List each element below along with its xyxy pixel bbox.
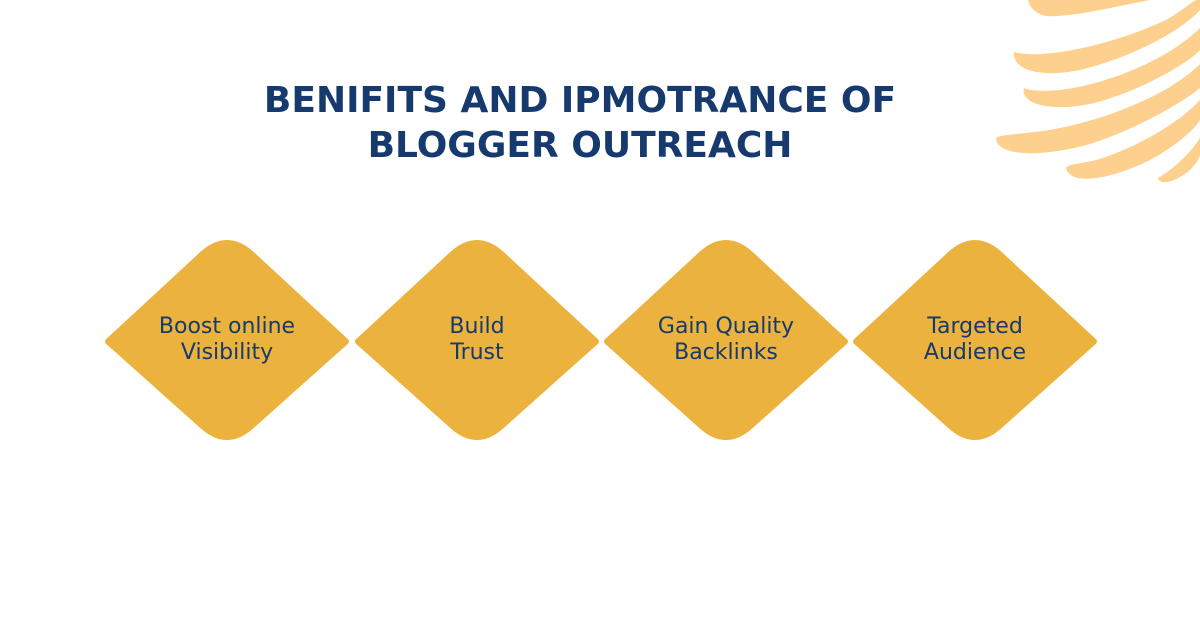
benefit-label-line-2: Visibility	[180, 340, 274, 365]
benefit-label: Build Trust	[352, 238, 602, 442]
benefit-label: Targeted Audience	[850, 238, 1100, 442]
benefit-card-targeted-audience: Targeted Audience	[850, 238, 1100, 442]
benefit-label-line-2: Backlinks	[674, 340, 778, 365]
benefit-label-line-1: Build	[449, 314, 505, 339]
benefit-label-line-1: Targeted	[927, 314, 1023, 339]
page-title: BENIFITS AND IPMOTRANCE OF BLOGGER OUTRE…	[0, 78, 1160, 168]
benefit-card-boost-visibility: Boost online Visibility	[102, 238, 352, 442]
page-title-line-2: BLOGGER OUTREACH	[367, 125, 793, 166]
diamond-shape	[604, 240, 848, 440]
diamond-shape	[105, 240, 349, 440]
benefit-label-line-1: Boost online	[158, 314, 296, 339]
benefit-label-line-2: Trust	[450, 340, 504, 365]
diamond-shape	[853, 240, 1097, 440]
benefit-label-line-1: Gain Quality	[657, 314, 795, 339]
page-title-line-1: BENIFITS AND IPMOTRANCE OF	[263, 80, 897, 121]
benefit-card-build-trust: Build Trust	[352, 238, 602, 442]
benefit-label: Boost online Visibility	[102, 238, 352, 442]
benefit-label: Gain Quality Backlinks	[601, 238, 851, 442]
benefit-label-line-2: Audience	[923, 340, 1027, 365]
diamond-shape	[355, 240, 599, 440]
benefit-card-quality-backlinks: Gain Quality Backlinks	[601, 238, 851, 442]
